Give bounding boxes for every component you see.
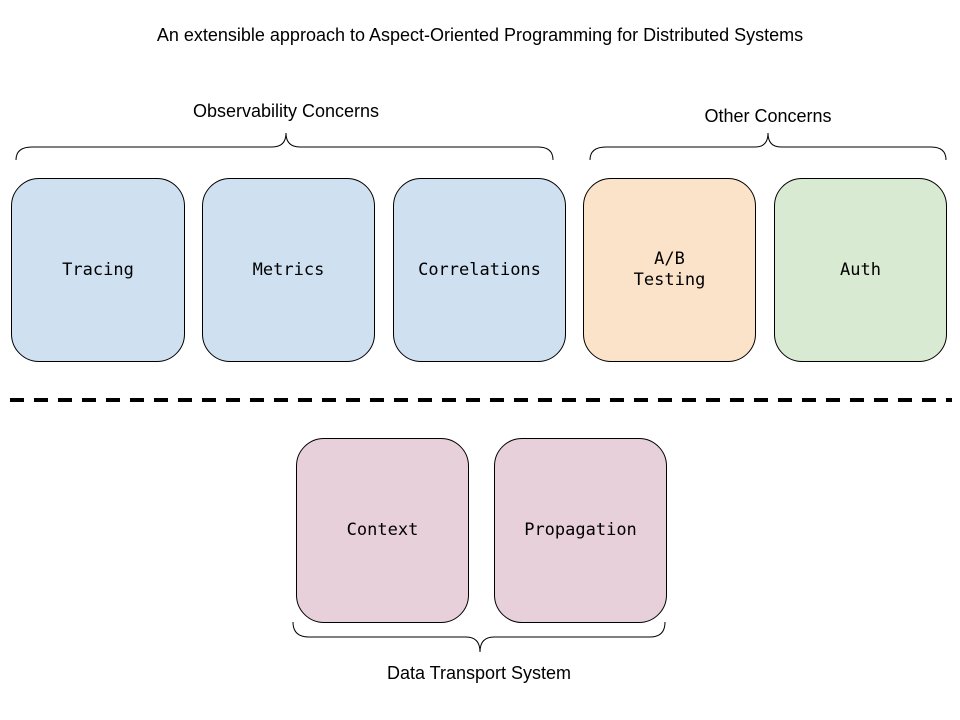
- observability-group-label: Observability Concerns: [192, 101, 380, 121]
- diagram-title: An extensible approach to Aspect-Oriente…: [156, 25, 804, 45]
- tracing-box: Tracing: [11, 178, 185, 362]
- other-group-label: Other Concerns: [704, 106, 832, 126]
- auth-box: Auth: [774, 178, 947, 362]
- ab-testing-box: A/B Testing: [583, 178, 756, 362]
- observability-brace: [15, 132, 554, 161]
- metrics-box: Metrics: [202, 178, 375, 362]
- correlations-box: Correlations: [393, 178, 566, 362]
- ab-testing-label: A/B Testing: [633, 249, 706, 290]
- propagation-label: Propagation: [524, 520, 637, 540]
- auth-label: Auth: [840, 259, 881, 280]
- tracing-label: Tracing: [62, 259, 134, 280]
- propagation-box: Propagation: [494, 438, 667, 623]
- metrics-label: Metrics: [252, 259, 325, 280]
- context-box: Context: [296, 438, 469, 623]
- transport-brace: [292, 621, 666, 653]
- context-label: Context: [346, 520, 419, 540]
- transport-group-label: Data Transport System: [386, 663, 572, 683]
- other-brace: [589, 132, 947, 161]
- correlations-label: Correlations: [418, 259, 541, 280]
